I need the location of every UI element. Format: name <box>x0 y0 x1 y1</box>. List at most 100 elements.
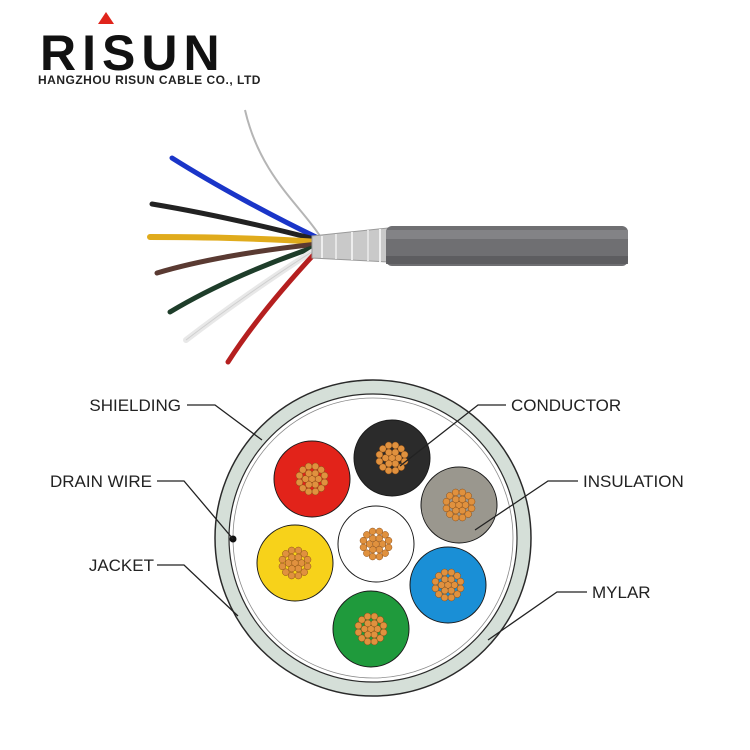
conductor-strand <box>295 478 304 487</box>
logo-accent-triangle <box>98 12 114 24</box>
conductor-strand <box>451 513 460 522</box>
conductor-strand <box>452 495 460 504</box>
brand-logo: RISUN <box>40 25 226 81</box>
conductor-strand <box>384 536 393 545</box>
conductor-strand <box>375 552 384 561</box>
conductor-strand <box>297 559 306 567</box>
conductor-strand <box>294 546 303 555</box>
conductor-strand <box>448 501 457 509</box>
conductor-strand <box>359 543 368 552</box>
conductor-strand <box>304 487 313 496</box>
conductor-strand <box>381 549 389 557</box>
label-jacket: JACKET <box>89 556 154 575</box>
conductor-strand <box>379 621 388 630</box>
conductor-strand <box>317 484 325 492</box>
conductor-strand <box>446 492 454 500</box>
wire-darkgreen <box>167 243 321 315</box>
conductor-strand <box>368 552 377 561</box>
conductor-strand <box>385 448 393 457</box>
conductor-strand <box>364 619 372 628</box>
conductor-strand <box>363 637 372 646</box>
wire-brown <box>154 241 321 276</box>
conductor-strand <box>294 571 303 580</box>
conductor-strand <box>384 466 393 475</box>
conductor-strand <box>300 550 308 558</box>
conductor-strand <box>311 469 319 478</box>
conductor-strand <box>397 463 405 471</box>
conductor-strand <box>464 492 472 500</box>
conductor-strand <box>369 534 377 543</box>
conductor-strand <box>441 575 449 584</box>
conductor-strand <box>442 504 451 513</box>
leader-drain-wire <box>157 480 234 540</box>
conductor-strand <box>300 568 308 576</box>
conductor-strand <box>442 497 451 506</box>
conductor-strand <box>397 445 405 453</box>
conductor-strand <box>360 625 369 633</box>
conductor-strand <box>461 501 470 509</box>
conductor-strand <box>391 448 399 457</box>
conductor-strand <box>370 630 378 639</box>
label-mylar: MYLAR <box>592 583 651 602</box>
label-shielding: SHIELDING <box>89 396 181 415</box>
conductor-strand <box>375 534 383 543</box>
conductor-strand <box>303 555 312 564</box>
cable-illustration <box>147 109 628 365</box>
conductor-strand <box>295 471 304 480</box>
conductor-strand <box>363 549 371 557</box>
brand-header: RISUN HANGZHOU RISUN CABLE CO., LTD <box>38 12 261 87</box>
conductor-strand <box>320 471 329 480</box>
conductor-strand <box>391 441 400 450</box>
conductor-strand <box>354 621 363 630</box>
conductor-strand <box>431 584 440 593</box>
conductor-strand <box>282 550 290 558</box>
conductor-strand <box>287 571 296 580</box>
leader-lines <box>157 404 587 641</box>
conductor-strand <box>384 441 393 450</box>
leader-conductor <box>399 404 506 467</box>
conductor-strand <box>378 540 387 548</box>
conductor-strand <box>294 553 302 562</box>
conductor-strand <box>394 454 403 462</box>
conductor-strand <box>299 466 307 474</box>
foil-shield <box>311 227 389 263</box>
drain-wire-strand <box>244 109 321 237</box>
conductor-strand <box>363 531 371 539</box>
company-name: HANGZHOU RISUN CABLE CO., LTD <box>38 73 261 87</box>
conductor-strand <box>381 531 389 539</box>
conductor-strand <box>375 450 384 459</box>
leader-jacket <box>157 564 239 617</box>
conductor-strand <box>359 536 368 545</box>
conductor-strand <box>311 480 319 489</box>
label-drain-wire: DRAIN WIRE <box>50 472 152 491</box>
conductor-strand <box>317 466 325 474</box>
conductor-strand <box>431 577 440 586</box>
conductor-strand <box>391 466 400 475</box>
conductor-strand <box>370 612 379 621</box>
conductor-strand <box>458 495 466 504</box>
label-conductor: CONDUCTOR <box>511 396 621 415</box>
conductor-strand <box>304 462 313 471</box>
conductor-strand <box>458 513 467 522</box>
conductor-strand <box>381 454 390 462</box>
conductor-strand <box>375 545 383 554</box>
conductor-strand <box>464 510 472 518</box>
labels: SHIELDING DRAIN WIRE JACKET CONDUCTOR IN… <box>50 396 684 602</box>
conductor-strand <box>467 497 476 506</box>
conductor-strand <box>368 527 377 536</box>
conductor-strand <box>435 572 443 580</box>
wire-yellow <box>147 234 321 245</box>
conductor-strand <box>299 484 307 492</box>
cross-section <box>214 379 532 697</box>
conductor-strand <box>458 488 467 497</box>
label-insulation: INSULATION <box>583 472 684 491</box>
conductor-strand <box>373 625 382 633</box>
conductor-strand <box>278 555 287 564</box>
conductor-strand <box>294 564 302 573</box>
conductor-strand <box>379 445 387 453</box>
wire-white-outline <box>185 247 319 341</box>
conductor-strand <box>456 577 465 586</box>
conductor-strand <box>365 540 374 548</box>
conductor-strand <box>446 510 454 518</box>
